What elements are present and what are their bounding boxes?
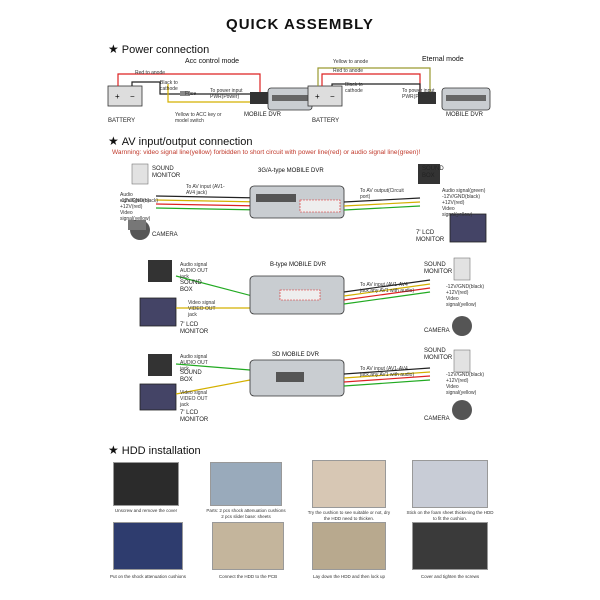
connector-icon-2 xyxy=(418,92,436,104)
hdd-step-2-photo xyxy=(210,462,282,506)
star-icon: ★ xyxy=(108,42,119,56)
svg-text:+: + xyxy=(315,92,320,101)
hdd-step-4-photo xyxy=(412,460,488,508)
av-heading: ★AV input/output connection xyxy=(108,134,253,148)
hdd-step-3-photo xyxy=(312,460,386,508)
hdd-heading: ★HDD installation xyxy=(108,443,201,457)
svg-text:−: − xyxy=(330,92,335,101)
camera-icon-3 xyxy=(452,400,472,420)
power-heading: ★Power connection xyxy=(108,42,210,56)
ext-mode-label: Eternal mode xyxy=(422,56,464,63)
sound-monitor-icon-3 xyxy=(453,349,471,373)
connector-icon xyxy=(250,92,268,104)
camera-icon-2 xyxy=(452,316,472,336)
svg-text:+: + xyxy=(115,92,120,101)
battery-icon xyxy=(107,85,143,107)
star-icon-3: ★ xyxy=(108,443,119,457)
power-diagram: + − + − xyxy=(107,67,491,111)
lcd-monitor-icon-3 xyxy=(139,383,177,411)
lcd-monitor-icon-2 xyxy=(139,297,177,327)
lcd-monitor-icon xyxy=(449,213,487,243)
sound-box-icon xyxy=(418,164,440,184)
battery-icon-2 xyxy=(307,85,343,107)
hdd-step-6-photo xyxy=(212,522,284,570)
star-icon-2: ★ xyxy=(108,134,119,148)
svg-text:−: − xyxy=(130,92,135,101)
hdd-step-8-photo xyxy=(412,522,488,570)
sound-box-icon-3 xyxy=(148,354,172,376)
av-diagram xyxy=(128,163,487,420)
hdd-step-5-photo xyxy=(113,522,183,570)
sound-monitor-icon xyxy=(131,163,149,185)
warning-text: Warnning: video signal line(yellow) forb… xyxy=(112,149,421,156)
sound-monitor-icon-2 xyxy=(453,257,471,281)
sound-box-icon-2 xyxy=(148,260,172,282)
fuse-icon xyxy=(180,91,190,96)
page-title: QUICK ASSEMBLY xyxy=(226,16,374,33)
acc-mode-label: Acc control mode xyxy=(185,58,240,65)
hdd-step-1-photo xyxy=(113,462,179,506)
hdd-step-7-photo xyxy=(312,522,386,570)
